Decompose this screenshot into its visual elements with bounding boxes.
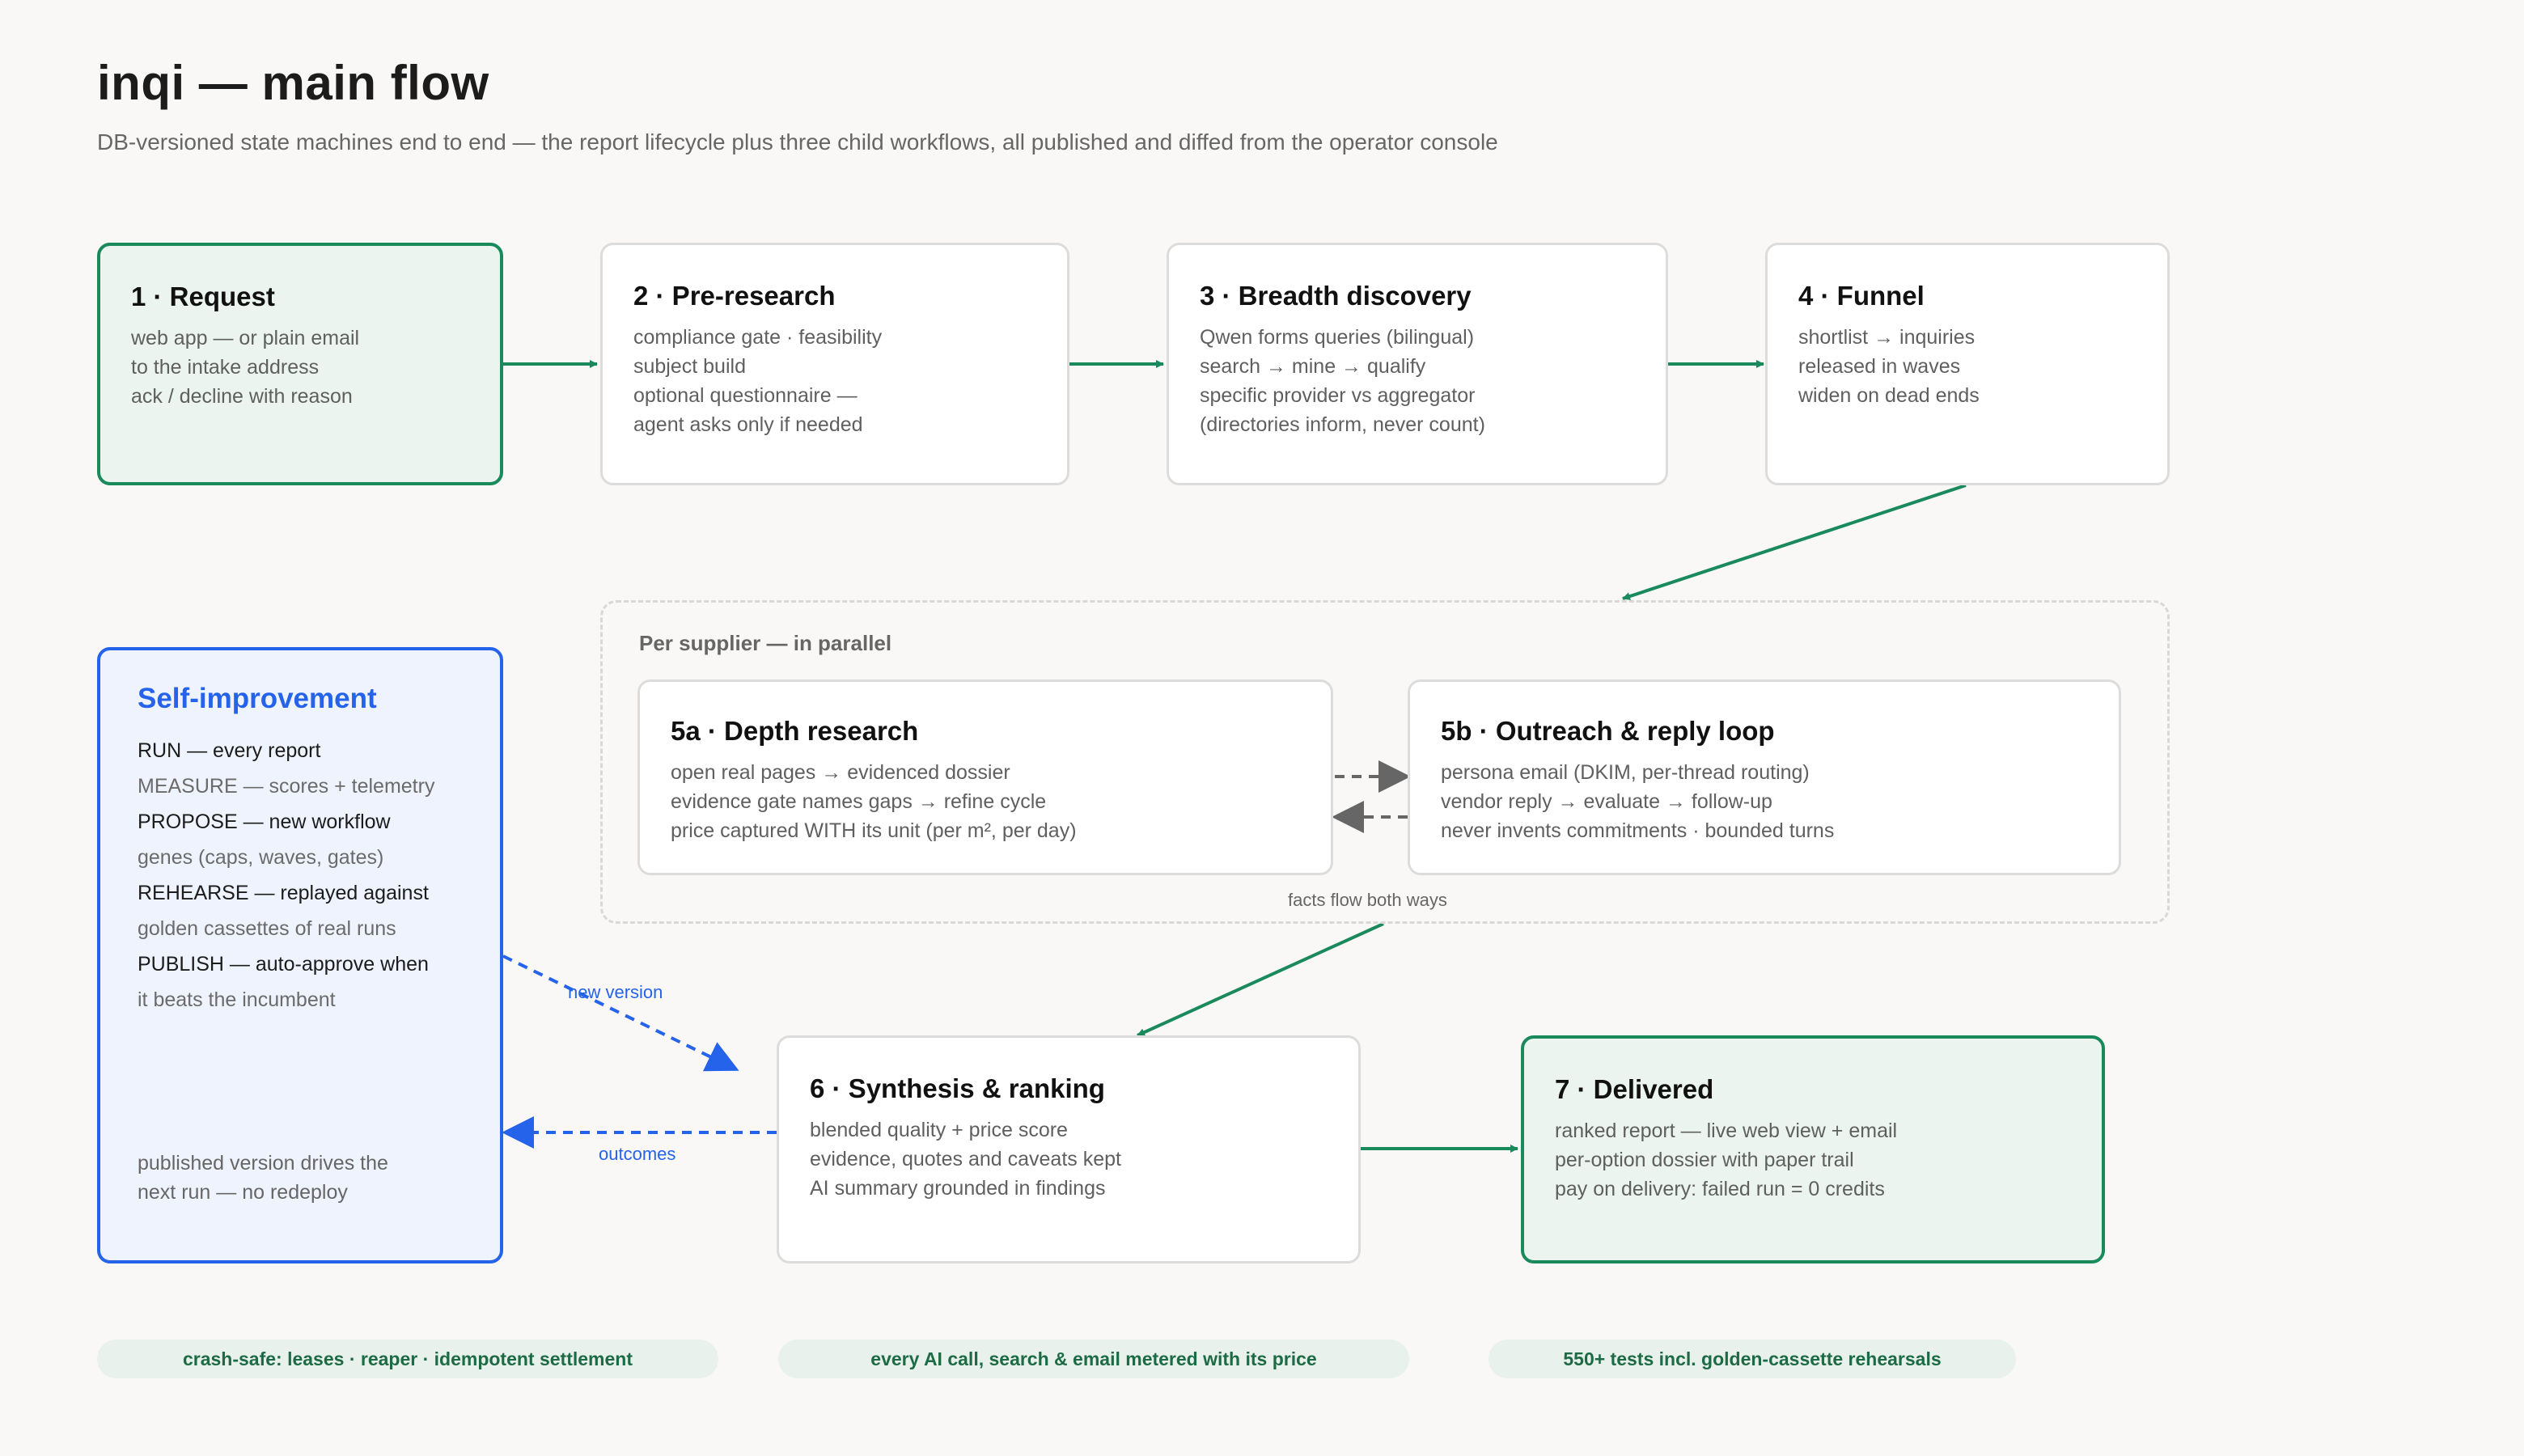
self-improvement-step: PROPOSE — new workflow [138, 811, 391, 833]
step-depth-line: price captured WITH its unit (per m², pe… [671, 819, 1077, 842]
step-breadth-discovery: 3 · Breadth discovery Qwen forms queries… [1167, 243, 1668, 485]
page-subtitle: DB-versioned state machines end to end —… [97, 129, 1498, 154]
self-improvement-footer-line: next run — no redeploy [138, 1181, 348, 1204]
step-depth-title: 5a · Depth research [671, 716, 919, 746]
arrow-new-version [502, 954, 739, 1072]
page-title: inqi — main flow [97, 56, 489, 110]
step-funnel-line: released in waves [1798, 355, 1961, 378]
self-improvement-footer-line: published version drives the [138, 1152, 388, 1175]
step-delivered: 7 · Delivered ranked report — live web v… [1521, 1035, 2105, 1263]
self-improvement-footer: published version drives the next run — … [138, 1149, 388, 1207]
step-pre-research-line: agent asks only if needed [633, 413, 863, 436]
footer-pill-crash-safe: crash-safe: leases · reaper · idempotent… [97, 1340, 718, 1378]
step-funnel-title: 4 · Funnel [1798, 281, 1925, 311]
step-depth-line: open real pages → evidenced dossier [671, 761, 1010, 784]
footer-pill-tests: 550+ tests incl. golden-cassette rehears… [1489, 1340, 2016, 1378]
footer-pill-metering: every AI call, search & email metered wi… [778, 1340, 1409, 1378]
step-outreach-line: persona email (DKIM, per-thread routing) [1441, 761, 1810, 784]
self-improvement-step: golden cassettes of real runs [138, 917, 396, 940]
step-funnel-line: widen on dead ends [1798, 384, 1980, 407]
self-improvement-step: genes (caps, waves, gates) [138, 846, 384, 869]
parallel-group-label: Per supplier — in parallel [639, 631, 892, 655]
new-version-label: new version [568, 982, 663, 1002]
step-funnel: 4 · Funnel shortlist → inquiries release… [1765, 243, 2170, 485]
self-improvement-step: it beats the incumbent [138, 988, 336, 1011]
step-request-line: to the intake address [131, 356, 320, 379]
self-improvement-step: RUN — every report [138, 739, 321, 762]
step-breadth-line: (directories inform, never count) [1200, 413, 1485, 436]
self-improvement-title: Self-improvement [138, 683, 377, 714]
step-depth-research: 5a · Depth research open real pages → ev… [637, 679, 1333, 875]
step-synthesis-line: blended quality + price score [810, 1119, 1068, 1141]
step-pre-research: 2 · Pre-research compliance gate · feasi… [600, 243, 1069, 485]
arrow-funnel-to-group [1622, 484, 1967, 600]
step-depth-line: evidence gate names gaps → refine cycle [671, 790, 1047, 813]
step-delivered-line: per-option dossier with paper trail [1555, 1149, 1854, 1171]
step-request: 1 · Request web app — or plain email to … [97, 243, 503, 485]
step-breadth-line: specific provider vs aggregator [1200, 384, 1476, 407]
self-improvement-step: PUBLISH — auto-approve when [138, 953, 429, 976]
step-breadth-line: search → mine → qualify [1200, 355, 1426, 378]
outcomes-label: outcomes [599, 1144, 676, 1164]
step-outreach: 5b · Outreach & reply loop persona email… [1408, 679, 2121, 875]
facts-flow-label: facts flow both ways [1288, 890, 1447, 910]
step-outreach-line: vendor reply → evaluate → follow-up [1441, 790, 1772, 813]
step-delivered-title: 7 · Delivered [1555, 1074, 1714, 1104]
self-improvement-step: REHEARSE — replayed against [138, 882, 429, 904]
step-synthesis: 6 · Synthesis & ranking blended quality … [777, 1035, 1361, 1263]
step-pre-research-title: 2 · Pre-research [633, 281, 836, 311]
arrow-group-to-synthesis [1137, 922, 1384, 1037]
step-request-line: ack / decline with reason [131, 385, 353, 408]
step-synthesis-line: AI summary grounded in findings [810, 1177, 1106, 1200]
step-outreach-title: 5b · Outreach & reply loop [1441, 716, 1775, 746]
step-request-title: 1 · Request [131, 281, 275, 311]
self-improvement-step: MEASURE — scores + telemetry [138, 775, 435, 798]
step-request-line: web app — or plain email [131, 327, 360, 349]
step-delivered-line: pay on delivery: failed run = 0 credits [1555, 1178, 1885, 1200]
step-delivered-line: ranked report — live web view + email [1555, 1120, 1898, 1142]
step-breadth-line: Qwen forms queries (bilingual) [1200, 326, 1475, 349]
step-pre-research-line: compliance gate · feasibility [633, 326, 883, 349]
parallel-group [600, 600, 2170, 924]
step-breadth-title: 3 · Breadth discovery [1200, 281, 1472, 311]
step-outreach-line: never invents commitments · bounded turn… [1441, 819, 1835, 842]
step-synthesis-line: evidence, quotes and caveats kept [810, 1148, 1121, 1170]
step-funnel-line: shortlist → inquiries [1798, 326, 1976, 349]
step-synthesis-title: 6 · Synthesis & ranking [810, 1073, 1105, 1103]
step-pre-research-line: subject build [633, 355, 746, 378]
step-pre-research-line: optional questionnaire — [633, 384, 858, 407]
